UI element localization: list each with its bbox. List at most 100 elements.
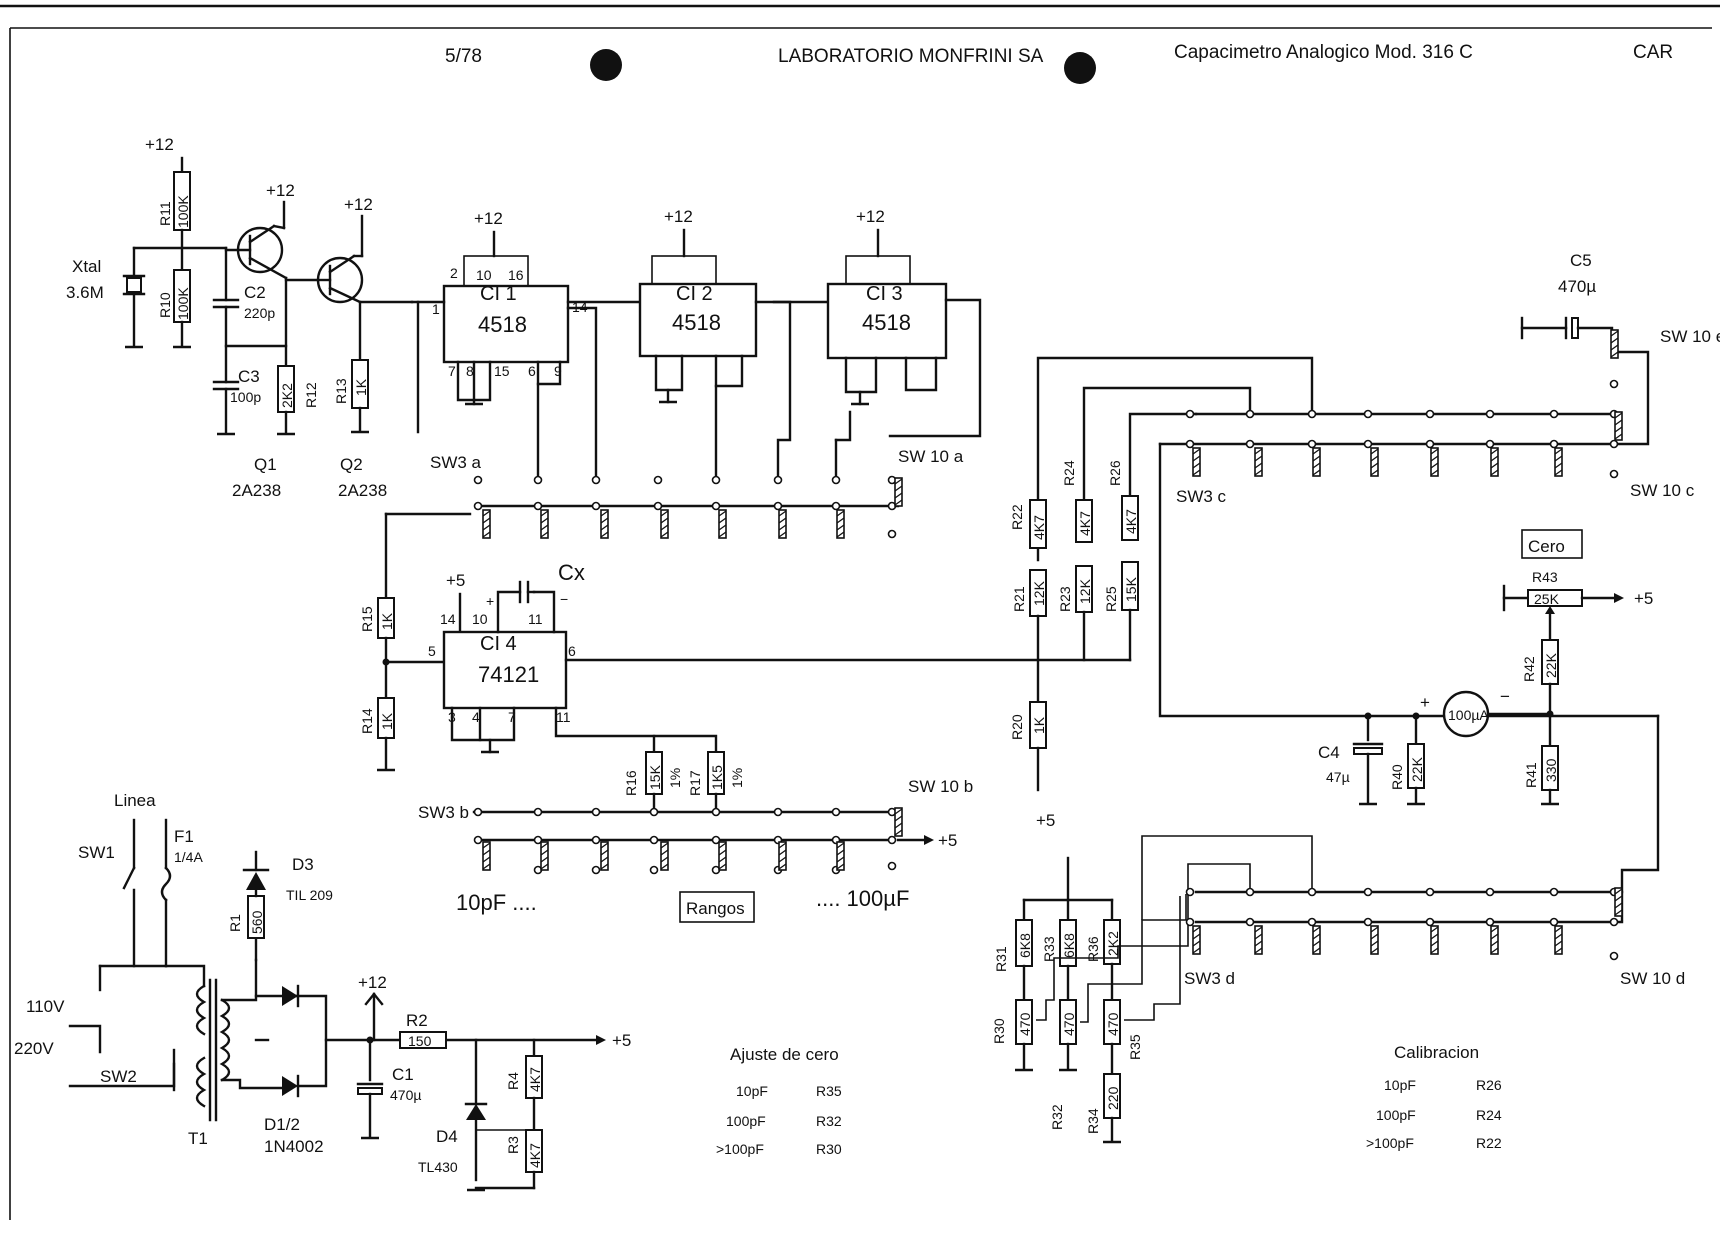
c2-value: 220p [244,305,275,321]
d12-name: D1/2 [264,1115,300,1134]
r11-name: R11 [157,201,173,226]
r35-name: R35 [1127,1034,1143,1060]
r17-value: 1K5 [709,765,725,790]
c5-name: C5 [1570,251,1592,270]
ci2-part: 4518 [672,310,721,335]
r36-name: R36 [1085,936,1101,962]
mains-label: Linea [114,791,156,810]
sw10e-label: SW 10 e [1660,327,1720,346]
c1-name: C1 [392,1065,414,1084]
calibration-row-0-part: R26 [1476,1077,1502,1093]
r14-value: 1K [379,712,395,730]
zero-adjust-row-0-range: 10pF [736,1083,768,1099]
r17-tolerance: 1% [729,768,745,788]
r13-name: R13 [333,378,349,404]
ci2-supply-label: +12 [664,207,693,226]
r16-value: 15K [647,764,663,790]
ci3-part: 4518 [862,310,911,335]
r26-name: R26 [1107,460,1123,486]
r13-value: 1K [353,378,369,396]
r12-name: R12 [303,382,319,408]
q1-supply-label: +12 [266,181,295,200]
ci1-supply-label: +12 [474,209,503,228]
ci1-pin-2: 2 [450,265,458,281]
q2-supply-label: +12 [344,195,373,214]
ci4-chip [442,630,568,710]
ci1-pin-9: 9 [554,363,562,379]
ci4-pin-14: 14 [440,611,456,627]
r36-value: 2K2 [1105,931,1121,956]
ci1-name: CI 1 [480,283,517,305]
fuse-value: 1/4A [174,849,203,865]
r15-value: 1K [379,612,395,630]
r35-value: 470 [1105,1012,1121,1036]
zero-adjust-row-2-range: >100pF [716,1141,764,1157]
r20-supply-label: +5 [1036,811,1055,830]
zero-adjust-row-1-part: R32 [816,1113,842,1129]
q2-part: 2A238 [338,481,387,500]
r20-value: 1K [1031,716,1047,734]
switch-sw3a-sw10a: SW3 a SW 10 a [384,447,964,600]
crystal-name: Xtal [72,257,101,276]
r16-name: R16 [623,770,639,796]
document-code: CAR [1633,42,1673,63]
r32-name: R32 [1049,1104,1065,1130]
mains-220v-label: 220V [14,1039,54,1058]
r3-name: R3 [505,1136,521,1154]
switch-sw3b-sw10b: SW3 b SW 10 b +5 10pF .... Rangos .... 1… [418,777,973,923]
sw10d-label: SW 10 d [1620,969,1685,988]
sw10c-label: SW 10 c [1630,481,1695,500]
switch-sw3c-sw10c: SW3 c SW 10 c C5 470µ SW 10 e [1158,251,1720,718]
r42-name: R42 [1521,656,1537,682]
q2-name: Q2 [340,455,363,474]
crystal-frequency: 3.6M [66,283,104,302]
calibration-row-1-part: R24 [1476,1107,1502,1123]
r1-value: 560 [249,910,265,934]
r22-name: R22 [1009,504,1025,530]
sw2-label: SW2 [100,1067,137,1086]
document-title: Capacimetro Analogico Mod. 316 C [1174,42,1473,63]
calibration-row-1-range: 100pF [1376,1107,1416,1123]
r25-name: R25 [1103,586,1119,612]
r16-tolerance: 1% [667,768,683,788]
r31-value: 6K8 [1017,933,1033,958]
sw3c-label: SW3 c [1176,487,1227,506]
d4-regulator [466,1104,486,1120]
zero-adjust-row-1-range: 100pF [726,1113,766,1129]
r34-value: 220 [1105,1086,1121,1110]
ci4-pin-7: 7 [508,709,516,725]
d3-name: D3 [292,855,314,874]
psu-output-label: +5 [612,1031,631,1050]
r26-value: 4K7 [1123,509,1139,534]
sw3a-label: SW3 a [430,453,482,472]
sheet-number: 5/78 [445,46,482,67]
r3-value: 4K7 [527,1143,543,1168]
calibration-row-2-range: >100pF [1366,1135,1414,1151]
r30-name: R30 [991,1018,1007,1044]
r20-name: R20 [1009,714,1025,740]
ci3-chip [826,282,948,360]
r15-name: R15 [359,606,375,632]
c3-name: C3 [238,367,260,386]
r43-value: 25K [1534,591,1560,607]
ci1-pin-16: 16 [508,267,524,283]
ci1-pin-7: 7 [448,363,456,379]
sw1-label: SW1 [78,843,115,862]
ci4-pin-6: 6 [568,643,576,659]
r32-value: 470 [1061,1012,1077,1036]
ci4-pin-4: 4 [472,709,480,725]
svg-text:+: + [1420,693,1430,712]
r17-name: R17 [687,770,703,796]
r41-name: R41 [1523,762,1539,788]
r21-name: R21 [1011,586,1027,612]
sw3d-label: SW3 d [1184,969,1235,988]
r40-name: R40 [1389,764,1405,790]
range-min: 10pF .... [456,890,537,915]
r2-value: 150 [408,1033,432,1049]
r4-value: 4K7 [527,1067,543,1092]
range-box [679,891,755,923]
cero-label: Cero [1528,537,1565,556]
r43-name: R43 [1532,569,1558,585]
r24-value: 4K7 [1077,511,1093,536]
calibration-title: Calibracion [1394,1043,1479,1062]
